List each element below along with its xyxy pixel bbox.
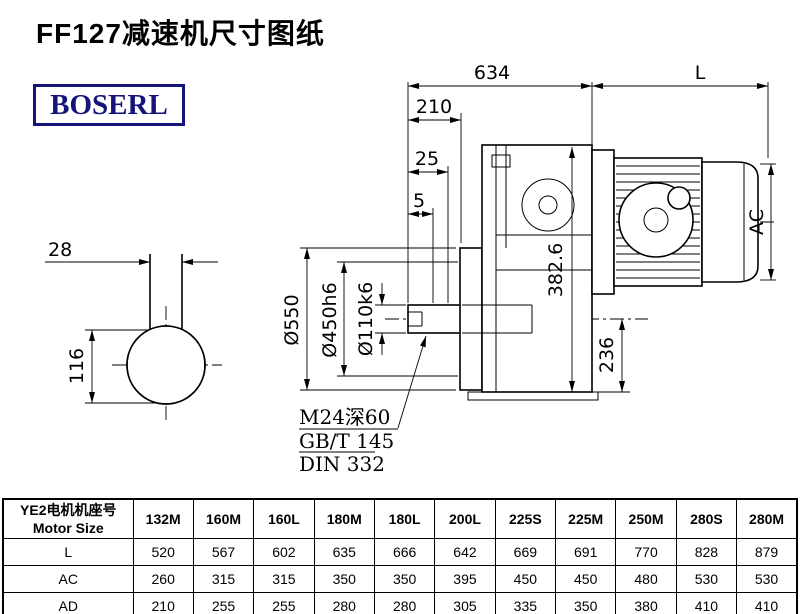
- note-gb-standard: GB/T 145: [299, 429, 394, 453]
- table-cell: 669: [494, 538, 557, 566]
- dim-label-5: 5: [413, 190, 425, 212]
- table-cell: 280: [313, 592, 375, 614]
- table-cell: 530: [736, 565, 798, 593]
- table-cell: 350: [313, 565, 375, 593]
- table-cell: 642: [434, 538, 496, 566]
- table-cell: 315: [253, 565, 315, 593]
- table-row-L: L 520 567 602 635 666 642 669 691 770 82…: [2, 538, 798, 566]
- column-header: 160M: [192, 498, 255, 539]
- dim-label-550: Ø550: [281, 294, 303, 345]
- table-cell: 480: [615, 565, 677, 593]
- table-cell: 450: [494, 565, 557, 593]
- table-cell: 305: [434, 592, 496, 614]
- dim-label-382: 382.6: [545, 243, 567, 297]
- dim-label-450: Ø450h6: [319, 282, 341, 357]
- column-header: 280M: [736, 498, 798, 539]
- column-header: 132M: [132, 498, 194, 539]
- table-cell: 395: [434, 565, 496, 593]
- table-cell: 879: [736, 538, 798, 566]
- column-header: 250M: [615, 498, 677, 539]
- table-row-AC: AC 260 315 315 350 350 395 450 450 480 5…: [2, 565, 798, 593]
- table-cell: 255: [253, 592, 315, 614]
- table-cell: 520: [132, 538, 194, 566]
- table-cell: 602: [253, 538, 315, 566]
- dim-label-AC: AC: [746, 209, 768, 235]
- column-header: 180M: [313, 498, 375, 539]
- table-cell: 450: [555, 565, 617, 593]
- table-cell: 210: [132, 592, 194, 614]
- page-title: FF127减速机尺寸图纸: [36, 18, 325, 49]
- table-cell: 280: [373, 592, 436, 614]
- table-cell: 255: [192, 592, 255, 614]
- column-header: 280S: [675, 498, 738, 539]
- column-header: 160L: [253, 498, 315, 539]
- dim-label-28: 28: [48, 239, 72, 261]
- row-label: L: [2, 538, 134, 566]
- column-header: 180L: [373, 498, 436, 539]
- motor-size-header-cn: YE2电机机座号: [20, 502, 117, 518]
- note-din-standard: DIN 332: [299, 452, 385, 476]
- table-cell: 770: [615, 538, 677, 566]
- dim-label-25: 25: [415, 148, 439, 170]
- table-row-AD: AD 210 255 255 280 280 305 335 350 380 4…: [2, 592, 798, 614]
- row-label: AC: [2, 565, 134, 593]
- table-cell: 567: [192, 538, 255, 566]
- table-cell: 410: [675, 592, 738, 614]
- table-cell: 691: [555, 538, 617, 566]
- table-cell: 335: [494, 592, 557, 614]
- table-cell: 350: [555, 592, 617, 614]
- table-cell: 260: [132, 565, 194, 593]
- center-hole-notes: M24深60 GB/T 145 DIN 332: [299, 335, 427, 476]
- dim-label-L: L: [695, 62, 706, 84]
- gearbox-side-view: [385, 144, 778, 401]
- column-header: 225M: [555, 498, 617, 539]
- spec-table: YE2电机机座号 Motor Size 132M 160M 160L 180M …: [2, 498, 798, 614]
- dimension-drawing: 28 116: [45, 62, 778, 476]
- note-thread: M24深60: [299, 405, 390, 429]
- dim-label-110: Ø110k6: [355, 282, 377, 356]
- table-cell: 635: [313, 538, 375, 566]
- dim-label-116: 116: [66, 348, 88, 384]
- table-cell: 828: [675, 538, 738, 566]
- dim-label-236: 236: [596, 337, 618, 373]
- dim-label-634: 634: [474, 62, 510, 84]
- table-cell: 530: [675, 565, 738, 593]
- shaft-end-view: 28 116: [45, 239, 222, 424]
- table-cell: 315: [192, 565, 255, 593]
- table-cell: 666: [373, 538, 436, 566]
- table-cell: 350: [373, 565, 436, 593]
- dimensions: 634 L 210 25 5 AC 382.6 Ø550 Ø450h6: [281, 62, 776, 393]
- table-cell: 410: [736, 592, 798, 614]
- row-label: AD: [2, 592, 134, 614]
- motor-size-header: YE2电机机座号 Motor Size: [2, 498, 134, 539]
- column-header: 225S: [494, 498, 557, 539]
- header-row: YE2电机机座号 Motor Size 132M 160M 160L 180M …: [2, 498, 798, 539]
- table-cell: 380: [615, 592, 677, 614]
- column-header: 200L: [434, 498, 496, 539]
- dim-label-210: 210: [416, 96, 452, 118]
- motor-size-header-en: Motor Size: [32, 520, 104, 536]
- brand-logo: BOSERL: [33, 84, 185, 126]
